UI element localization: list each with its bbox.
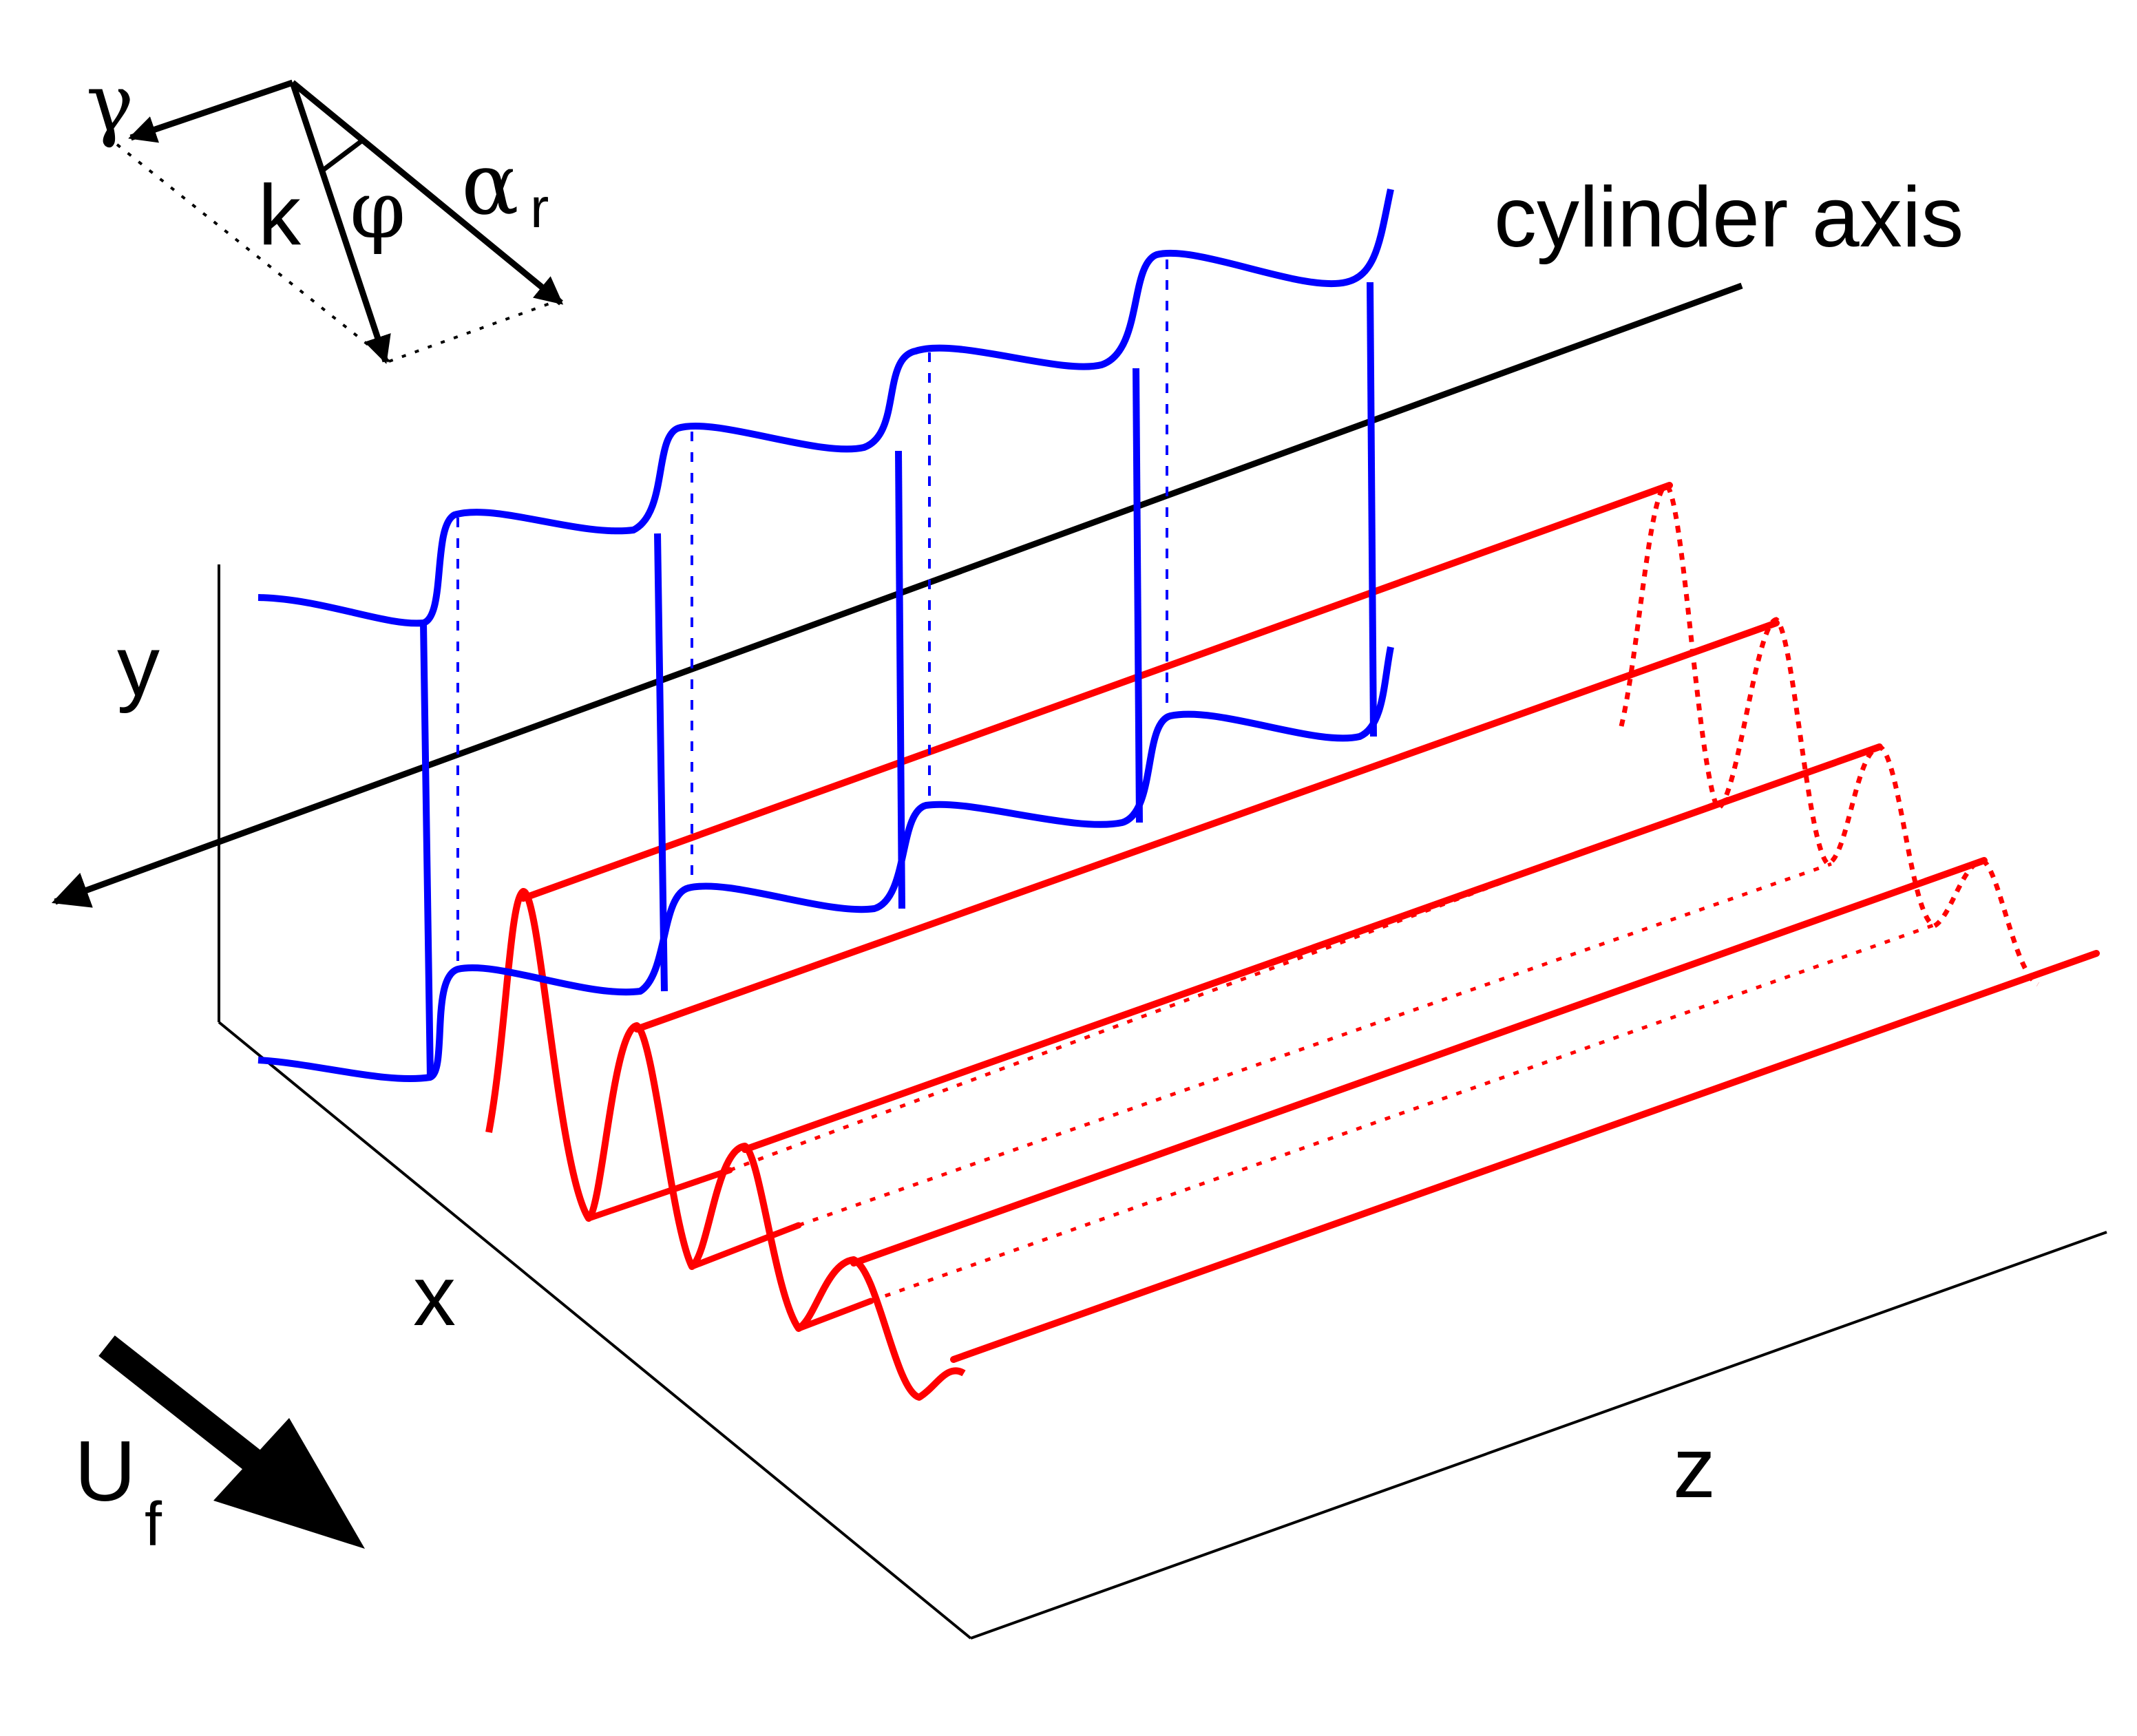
wake-vertical-lines [420, 282, 1377, 1078]
cylinder-axis-label: cylinder axis [1494, 170, 1964, 265]
y-axis-label: y [117, 619, 160, 714]
flow-arrow-shaft [98, 1335, 277, 1483]
flow-indicator: U f [74, 1335, 365, 1559]
x-axis-line [218, 1021, 972, 1640]
wave-dotted-troughs [729, 796, 1942, 1303]
wave-trough-lines [585, 1167, 874, 1332]
cylinder-wake [257, 188, 1394, 1083]
wave-trough-dotted-1 [729, 796, 1729, 1172]
wake-vertical-2 [654, 533, 668, 992]
wave-trough-1 [585, 1167, 733, 1222]
gamma-label: γ [86, 57, 134, 150]
wave-ridge-1 [520, 482, 1673, 902]
wave-trough-dotted-2 [798, 862, 1832, 1227]
coordinate-frame [218, 564, 2107, 1640]
wave-ridge-3 [741, 743, 1883, 1153]
wall-waves [485, 482, 2100, 1401]
alpha-label: α [461, 135, 519, 234]
gamma-arrow [128, 79, 294, 143]
wave-profile-front [485, 888, 966, 1401]
alpha-subscript: r [530, 177, 549, 240]
wave-ridge-5 [950, 950, 2100, 1363]
k-arrow [289, 81, 391, 364]
wave-ridge-2 [633, 620, 1780, 1033]
z-axis-line [970, 1231, 2107, 1640]
phi-label: φ [350, 164, 406, 257]
wake-vertical-1 [420, 622, 434, 1078]
wave-profile-back [1619, 483, 2040, 987]
alpha-arrow [291, 80, 564, 306]
vector-arrows [128, 79, 564, 364]
k-label: k [258, 168, 302, 263]
wave-vector-diagram [116, 79, 564, 364]
wave-trough-3 [795, 1298, 874, 1332]
wake-vertical-3 [895, 450, 905, 909]
labels: cylinder axis y x z k γ φ α r [86, 57, 1964, 1516]
wave-trough-2 [688, 1222, 802, 1270]
wake-dotted-lines [456, 260, 1168, 969]
vector-dotted-guides [116, 143, 562, 363]
flow-label: U [74, 1424, 136, 1519]
wake-vertical-5 [1367, 282, 1377, 737]
flow-subscript: f [145, 1490, 162, 1559]
wake-lower-boundary [257, 646, 1394, 1083]
wake-vertical-4 [1133, 368, 1143, 823]
flow-arrow-head [213, 1418, 365, 1549]
phi-angle-mark [320, 139, 364, 173]
wave-ridge-4 [850, 857, 1988, 1267]
wake-upper-boundary [257, 188, 1394, 627]
x-axis-label: x [413, 1249, 456, 1344]
z-axis-label: z [1673, 1421, 1716, 1516]
wave-trough-dotted-3 [870, 920, 1942, 1303]
wave-ridge-lines [520, 482, 2100, 1363]
